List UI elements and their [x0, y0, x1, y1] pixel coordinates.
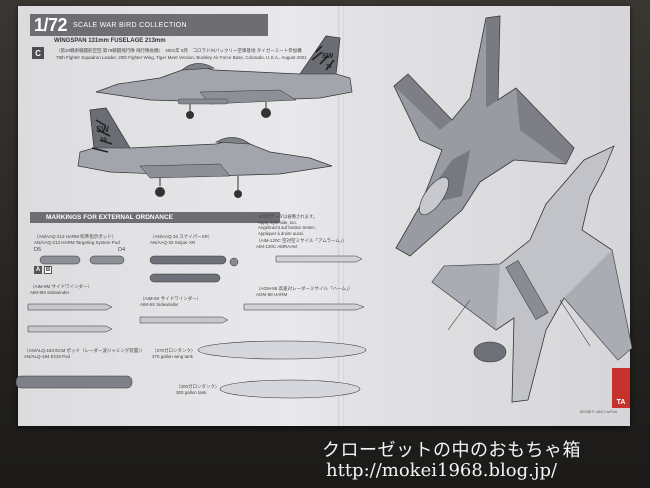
note-line-fr: Appliquer à droite aussi. [258, 230, 305, 236]
side-view-right: SW 79 [77, 107, 333, 198]
ordnance-label-en: 300 gallon tank [176, 390, 207, 395]
ordnance-label-en: AIM-9M Sidewinder [30, 290, 70, 295]
tail-code-79-bottom: 79 [100, 138, 107, 144]
wingspan-label: WINGSPAN 131mm FUSELAGE 213mm [54, 38, 166, 44]
option-badge-a: A [34, 266, 42, 274]
ordnance-label-en: AGM-88 HARM [256, 292, 288, 297]
ordnance-label-en: AIM-120C AMRAAM [256, 244, 298, 249]
ordnance-label-ecm-pod: （AN/ALQ-184 ECM ポッド（レーダー波ジャミング装置）） AN/AL… [24, 348, 145, 360]
sheet-fold [338, 6, 344, 426]
ordnance-label-en: AIM-9X Sidewinder [140, 302, 179, 307]
ordnance-label-aim9x: （AIM-9X サイドワインダー） AIM-9X Sidewinder [140, 296, 201, 308]
top-view [393, 15, 575, 257]
ordnance-label-jp: （AIM-9X サイドワインダー） [140, 296, 202, 301]
tail-code-sw-bottom: SW [96, 125, 109, 134]
marking-caption-en: 79th Fighter Squadron Leader, 20th Fight… [56, 55, 307, 60]
ordnance-label-370-tank: （370ガロンタンク） 370 gallon wing tank [152, 348, 196, 360]
side-view-left: SW 79 [95, 35, 353, 119]
part-code: 60788 F-16CJ w/Full [580, 409, 617, 414]
tamiya-logo: TA [612, 368, 630, 408]
ordnance-label-jp: （AN/ALQ-184 ECM ポッド（レーダー波ジャミング装置）） [24, 348, 146, 353]
ordnance-label-jp: （AIM-120C 空対空ミサイル「アムラーム」） [256, 238, 347, 243]
watermark-url: http://mokei1968.blog.jp/ [326, 460, 558, 481]
ordnance-label-jp: （AN/AAQ-33 スナイパーXR） [150, 234, 213, 239]
scale-label: 1/72 [34, 14, 68, 35]
ordnance-label-en: 370 gallon wing tank [152, 354, 194, 359]
series-title: SCALE WAR BIRD COLLECTION [73, 21, 187, 29]
option-badge-b: B [44, 266, 52, 274]
note-line-en: Apply right side, too. [258, 219, 297, 225]
ordnance-label-aim9m: （AIM-9M サイドワインダー） AIM-9M Sidewinder [30, 284, 92, 296]
ordnance-label-amraam: （AIM-120C 空対空ミサイル「アムラーム」） AIM-120C AMRAA… [256, 238, 347, 250]
underside-view [431, 145, 633, 403]
ordnance-label-sniper: （AN/AAQ-33 スナイパーXR） AN/AAQ-33 Sniper XR [150, 234, 212, 246]
ordnance-label-jp: （AN/AAQ-213 HARM 照準指示ポッド） [34, 234, 117, 239]
note-jp: ※印のデータは省略されます。 [258, 214, 318, 219]
ordnance-section-title: MARKINGS FOR EXTERNAL ORDNANCE [30, 212, 280, 223]
ordnance-label-en: AN/AAQ-33 Sniper XR [150, 240, 196, 245]
option-label-d4: D4 [118, 247, 126, 253]
watermark-blog-name: クローゼットの中のおもちゃ箱 [322, 440, 581, 461]
marking-caption-jp: （第20戦術戦闘航空団 第79戦闘飛行隊 飛行隊長機） 2001年 8月 コロラ… [56, 48, 302, 53]
ordnance-label-jp: （300ガロンタンク） [176, 384, 220, 389]
ordnance-artwork [15, 255, 367, 399]
note-line-de: Angebracht auf beiden Seiten. [258, 225, 316, 230]
ordnance-label-jp: （370ガロンタンク） [152, 348, 196, 353]
marking-option-badge: C [32, 47, 44, 59]
ordnance-label-en: AN/AAQ-213 HARM Targeting System Pod [34, 240, 120, 245]
ordnance-label-300-tank: （300ガロンタンク） 300 gallon tank [176, 384, 220, 396]
tail-code-79-top: 79 [326, 64, 332, 70]
decal-note: ※印のデータは省略されます。 Apply right side, too. An… [258, 214, 317, 236]
ordnance-label-jp: （AIM-9M サイドワインダー） [30, 284, 92, 289]
ordnance-label-harm-pod: （AN/AAQ-213 HARM 照準指示ポッド） AN/AAQ-213 HAR… [34, 234, 120, 246]
option-label-d5: D5 [34, 247, 42, 253]
tail-code-sw-top: SW [322, 53, 334, 60]
ordnance-label-en: AN/ALQ-184 ECM Pod [24, 354, 71, 359]
header-bar: 1/72 SCALE WAR BIRD COLLECTION [30, 14, 268, 36]
ordnance-label-harm: （AGM-88 高速対レーダーミサイル「ハーム」） AGM-88 HARM [256, 286, 353, 298]
ordnance-label-jp: （AGM-88 高速対レーダーミサイル「ハーム」） [256, 286, 353, 291]
